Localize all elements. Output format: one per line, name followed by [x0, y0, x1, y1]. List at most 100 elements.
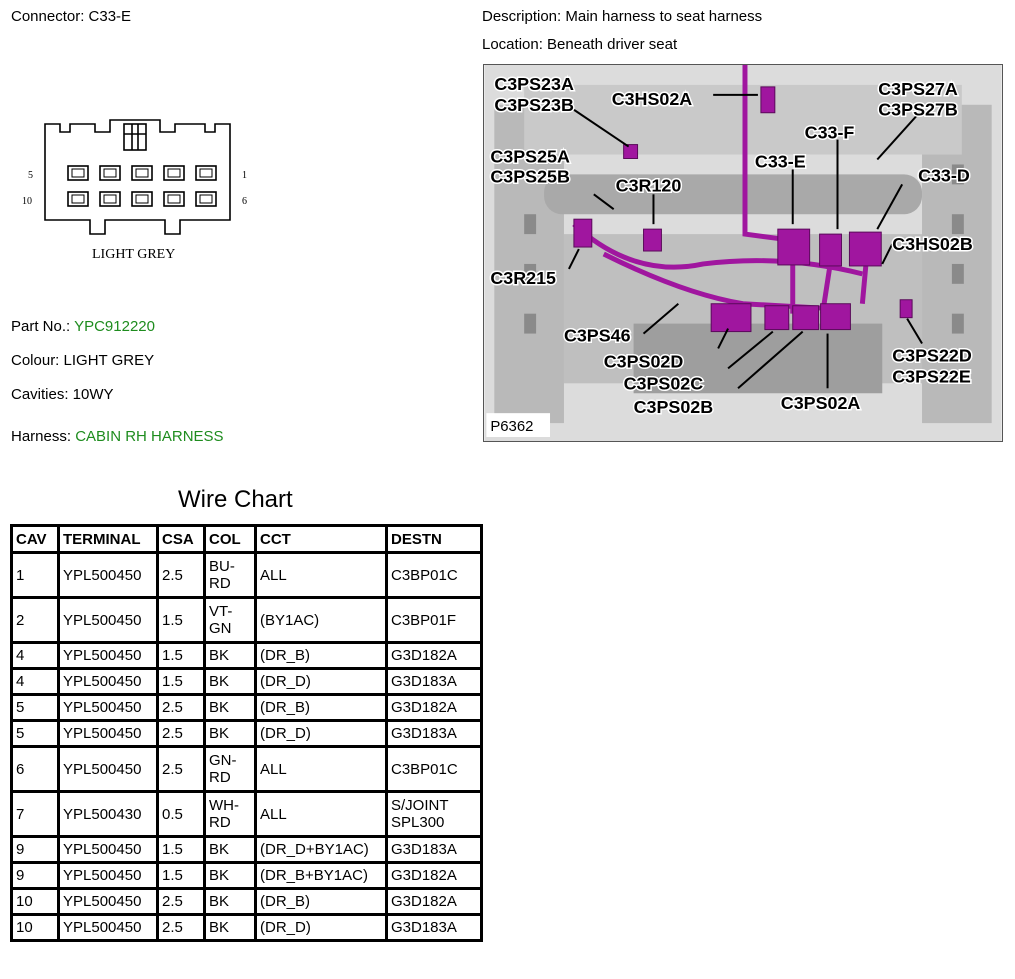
pin-label-6: 6	[242, 196, 247, 207]
cell-csa: 2.5	[156, 551, 206, 599]
cell-cav: 4	[10, 641, 60, 670]
cell-terminal: YPL500450	[57, 887, 159, 916]
cell-cct: (DR_D+BY1AC)	[254, 835, 388, 864]
cell-csa: 1.5	[156, 861, 206, 890]
harness-value[interactable]: CABIN RH HARNESS	[75, 428, 224, 445]
cell-col: GN- RD	[203, 745, 257, 793]
connector-colour-label: LIGHT GREY	[92, 247, 175, 262]
callout-c3ps23b: C3PS23B	[494, 95, 574, 115]
colour-text: Colour: LIGHT GREY	[11, 352, 155, 369]
header-terminal: TERMINAL	[57, 524, 159, 554]
cell-destn: C3BP01F	[385, 596, 483, 644]
harness-label: Harness:	[11, 428, 72, 445]
callout-c33-e: C33-E	[755, 151, 806, 171]
cell-destn: S/JOINT SPL300	[385, 790, 483, 838]
cell-destn: G3D183A	[385, 913, 483, 942]
header-col: COL	[203, 524, 257, 554]
callout-c3ps27a: C3PS27A	[878, 79, 958, 99]
table-header-row: CAV TERMINAL CSA COL CCT DESTN	[10, 524, 483, 554]
cell-col: BK	[203, 719, 257, 748]
cell-col: BK	[203, 835, 257, 864]
callout-c33-f: C33-F	[805, 123, 855, 143]
callout-c3ps25a: C3PS25A	[490, 146, 570, 166]
pin-label-1: 1	[242, 170, 247, 181]
cell-cav: 4	[10, 667, 60, 696]
callout-c3hs02a: C3HS02A	[612, 89, 693, 109]
cell-cct: (BY1AC)	[254, 596, 388, 644]
cell-cav: 2	[10, 596, 60, 644]
cell-terminal: YPL500450	[57, 551, 159, 599]
callout-c33-d: C33-D	[918, 165, 970, 185]
cell-destn: C3BP01C	[385, 745, 483, 793]
cell-cav: 7	[10, 790, 60, 838]
header-csa: CSA	[156, 524, 206, 554]
cell-terminal: YPL500450	[57, 693, 159, 722]
cell-cct: ALL	[254, 745, 388, 793]
cell-col: BK	[203, 667, 257, 696]
description-text: Description: Main harness to seat harnes…	[482, 8, 763, 25]
cell-csa: 1.5	[156, 641, 206, 670]
cell-csa: 2.5	[156, 913, 206, 942]
cell-destn: G3D182A	[385, 861, 483, 890]
cell-destn: G3D183A	[385, 667, 483, 696]
cell-cav: 6	[10, 745, 60, 793]
cell-terminal: YPL500450	[57, 641, 159, 670]
part-number-value[interactable]: YPC912220	[74, 318, 155, 335]
callout-c3ps02c: C3PS02C	[624, 373, 704, 393]
cell-cct: ALL	[254, 551, 388, 599]
cell-col: BU- RD	[203, 551, 257, 599]
cell-destn: G3D183A	[385, 719, 483, 748]
location-photo: C3PS23A C3PS23B C3HS02A C3PS27A C3PS27B …	[483, 64, 1003, 442]
cell-cav: 10	[10, 887, 60, 916]
header-destn: DESTN	[385, 524, 483, 554]
cell-cav: 1	[10, 551, 60, 599]
pin-label-5: 5	[28, 170, 33, 181]
callout-c3hs02b: C3HS02B	[892, 234, 973, 254]
cell-cct: (DR_B)	[254, 641, 388, 670]
callout-c3ps46: C3PS46	[564, 326, 631, 346]
header-cct: CCT	[254, 524, 388, 554]
callout-c3ps02b: C3PS02B	[634, 397, 714, 417]
callout-c3ps25b: C3PS25B	[490, 166, 570, 186]
cell-destn: G3D182A	[385, 641, 483, 670]
cell-col: BK	[203, 641, 257, 670]
cell-cav: 10	[10, 913, 60, 942]
callout-c3ps27b: C3PS27B	[878, 100, 958, 120]
cell-csa: 2.5	[156, 719, 206, 748]
cell-destn: C3BP01C	[385, 551, 483, 599]
callout-c3ps22e: C3PS22E	[892, 366, 971, 386]
cell-destn: G3D182A	[385, 887, 483, 916]
cell-csa: 2.5	[156, 693, 206, 722]
cell-cct: (DR_D)	[254, 667, 388, 696]
cell-csa: 1.5	[156, 835, 206, 864]
callout-c3r120: C3R120	[616, 175, 682, 195]
cell-terminal: YPL500450	[57, 745, 159, 793]
cell-cct: (DR_B+BY1AC)	[254, 861, 388, 890]
cell-terminal: YPL500450	[57, 861, 159, 890]
callout-c3ps23a: C3PS23A	[494, 74, 574, 94]
part-number-label: Part No.:	[11, 318, 71, 335]
wire-chart-title: Wire Chart	[178, 486, 293, 513]
pin-label-10: 10	[22, 196, 32, 207]
connector-title: Connector: C33-E	[11, 8, 132, 25]
cell-terminal: YPL500450	[57, 719, 159, 748]
callout-c3ps02a: C3PS02A	[781, 393, 861, 413]
photo-reference: P6362	[490, 418, 533, 435]
harness: Harness: CABIN RH HARNESS	[11, 428, 224, 445]
cell-csa: 2.5	[156, 745, 206, 793]
callout-c3ps22d: C3PS22D	[892, 345, 972, 365]
callout-c3r215: C3R215	[490, 268, 556, 288]
cell-csa: 1.5	[156, 667, 206, 696]
